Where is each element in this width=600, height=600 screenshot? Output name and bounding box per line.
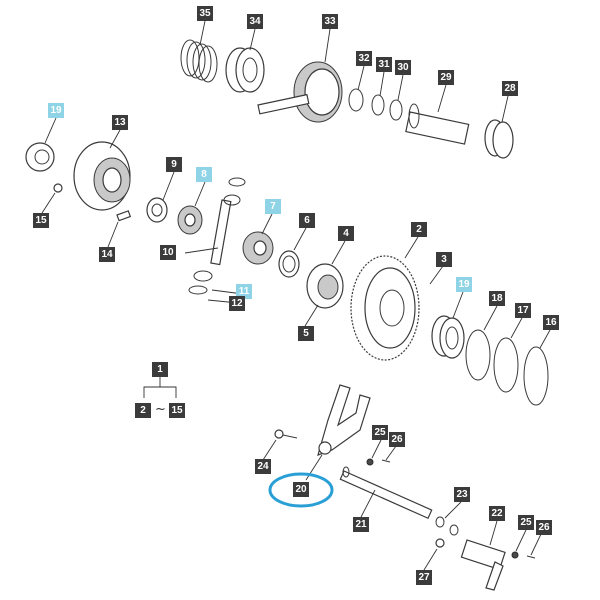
callout-11[interactable]: 11 bbox=[236, 284, 252, 299]
callout-32[interactable]: 32 bbox=[356, 51, 372, 66]
callout-20[interactable]: 20 bbox=[293, 482, 309, 497]
callout-33[interactable]: 33 bbox=[322, 14, 338, 29]
snap-ring-stack-35 bbox=[180, 39, 218, 83]
callout-25-top[interactable]: 25 bbox=[372, 425, 388, 440]
callout-3[interactable]: 3 bbox=[436, 252, 452, 267]
leader-lines bbox=[41, 20, 551, 571]
callout-29[interactable]: 29 bbox=[438, 70, 454, 85]
callout-27[interactable]: 27 bbox=[416, 570, 432, 585]
lever-22 bbox=[460, 539, 506, 591]
callout-19-bearing[interactable]: 19 bbox=[456, 277, 472, 292]
callout-17[interactable]: 17 bbox=[515, 303, 531, 318]
callout-2[interactable]: 2 bbox=[411, 222, 427, 237]
differential-housing-13 bbox=[73, 141, 131, 211]
callout-28[interactable]: 28 bbox=[502, 81, 518, 96]
callout-15-range-end[interactable]: 15 bbox=[169, 403, 185, 418]
hub-4-5 bbox=[306, 263, 344, 309]
shift-fork-20 bbox=[317, 384, 371, 456]
bolt-15 bbox=[53, 183, 63, 193]
callout-12[interactable]: 12 bbox=[229, 296, 245, 311]
pin-25-26-bottom bbox=[511, 551, 536, 559]
callout-16[interactable]: 16 bbox=[543, 315, 559, 330]
callout-15[interactable]: 15 bbox=[33, 213, 49, 228]
bolt-24 bbox=[274, 429, 298, 439]
callout-4[interactable]: 4 bbox=[338, 226, 354, 241]
callout-2-range-start[interactable]: 2 bbox=[135, 403, 151, 418]
callout-26-top[interactable]: 26 bbox=[389, 432, 405, 447]
callout-13[interactable]: 13 bbox=[112, 115, 128, 130]
callout-21[interactable]: 21 bbox=[353, 517, 369, 532]
callout-9[interactable]: 9 bbox=[166, 157, 182, 172]
bolt-27 bbox=[435, 538, 445, 548]
shift-rod-21 bbox=[339, 466, 433, 520]
washers-23 bbox=[435, 516, 459, 536]
callout-5[interactable]: 5 bbox=[298, 326, 314, 341]
callout-24[interactable]: 24 bbox=[255, 459, 271, 474]
pin-14 bbox=[116, 210, 132, 222]
washer-9 bbox=[146, 197, 168, 223]
callout-34[interactable]: 34 bbox=[247, 14, 263, 29]
callout-8[interactable]: 8 bbox=[196, 167, 212, 182]
bearing-19-right bbox=[431, 315, 465, 359]
ring-gear-3 bbox=[350, 255, 420, 361]
rings-16-18 bbox=[465, 329, 549, 406]
callout-7[interactable]: 7 bbox=[265, 199, 281, 214]
side-gear-8 bbox=[177, 205, 203, 235]
callout-6[interactable]: 6 bbox=[299, 213, 315, 228]
callout-26-bottom[interactable]: 26 bbox=[536, 520, 552, 535]
callout-31[interactable]: 31 bbox=[376, 57, 392, 72]
bevel-pinion-33 bbox=[257, 61, 343, 123]
range-tilde: ~ bbox=[155, 402, 166, 417]
washer-6 bbox=[278, 250, 300, 278]
bearing-28 bbox=[484, 119, 514, 159]
callout-19-seal[interactable]: 19 bbox=[48, 103, 64, 118]
bearing-34 bbox=[225, 47, 265, 93]
cross-shaft-10 bbox=[188, 177, 246, 295]
callout-23[interactable]: 23 bbox=[454, 487, 470, 502]
callout-14[interactable]: 14 bbox=[99, 247, 115, 262]
callout-1[interactable]: 1 bbox=[152, 362, 168, 377]
highlight-ring bbox=[268, 472, 334, 508]
rings-30-32 bbox=[348, 88, 403, 121]
callout-22[interactable]: 22 bbox=[489, 506, 505, 521]
pinion-gear-7 bbox=[242, 231, 274, 265]
callout-35[interactable]: 35 bbox=[197, 6, 213, 21]
pin-25-26-top bbox=[366, 458, 391, 466]
callout-10[interactable]: 10 bbox=[160, 245, 176, 260]
callout-25-bottom[interactable]: 25 bbox=[518, 515, 534, 530]
seal-19-left bbox=[25, 142, 55, 172]
callout-18[interactable]: 18 bbox=[489, 291, 505, 306]
callout-30[interactable]: 30 bbox=[395, 60, 411, 75]
shaft-29 bbox=[405, 103, 470, 145]
